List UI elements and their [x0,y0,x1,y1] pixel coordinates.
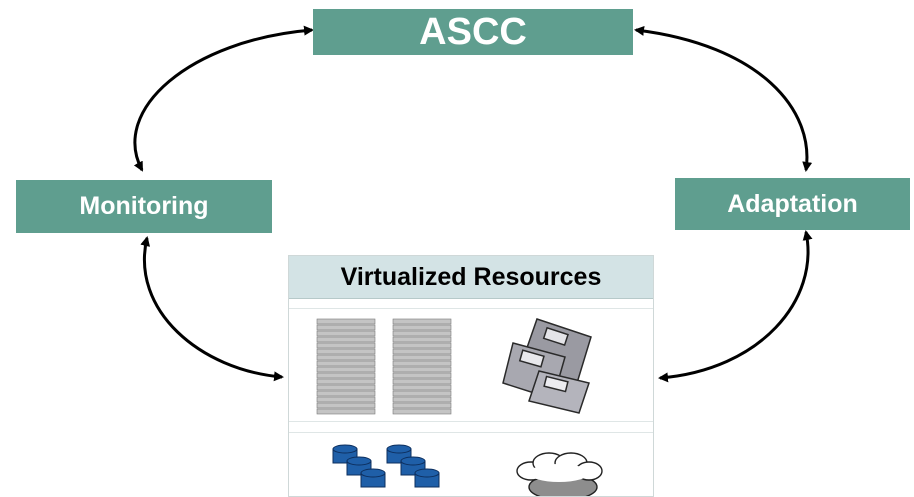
floppy-disks-icon [502,318,592,414]
cloud-icon [516,452,603,496]
monitoring-node: Monitoring [16,180,272,233]
virtualized-resources-title: Virtualized Resources [340,262,602,291]
arrow-monitoring-resources [140,236,284,382]
virtualized-resources-header: Virtualized Resources [289,256,653,299]
arrow-ascc-adaptation [634,26,813,172]
monitoring-label: Monitoring [79,192,209,220]
ascc-node: ASCC [313,9,633,55]
resources-row-2 [289,432,653,496]
server-rack-icon [392,318,452,415]
arrow-adaptation-resources [658,230,813,383]
server-rack-icon [316,318,376,415]
adaptation-label: Adaptation [727,189,858,218]
virtualized-resources-panel: Virtualized Resources [288,255,654,497]
resources-row-1 [289,308,653,422]
arrow-ascc-monitoring [133,25,314,172]
database-cluster-icon [332,444,440,488]
adaptation-node: Adaptation [675,178,910,230]
ascc-label: ASCC [419,10,527,53]
